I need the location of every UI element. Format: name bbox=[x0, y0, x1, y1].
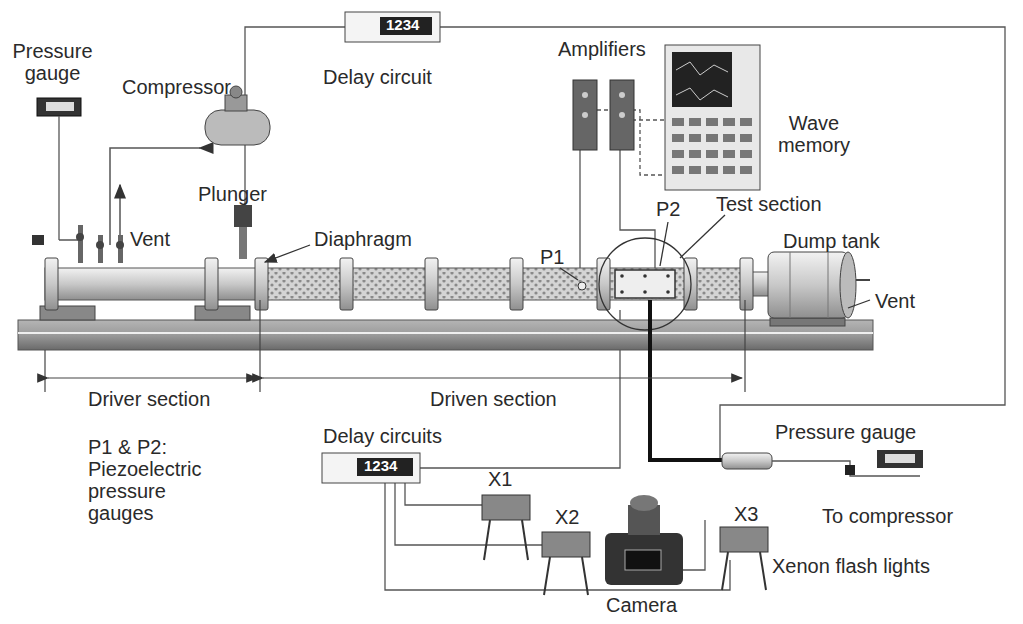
sensor-label: P2 bbox=[656, 198, 680, 220]
part-label: Dump tank bbox=[783, 230, 880, 252]
display-digits: 1234 bbox=[364, 458, 397, 475]
part-label: Diaphragm bbox=[314, 228, 412, 250]
part-label: Vent bbox=[875, 290, 915, 312]
note-text: P1 & P2: Piezoelectric pressure gauges bbox=[88, 436, 218, 524]
callout-number: X2 bbox=[555, 506, 579, 528]
sensor-label: P1 bbox=[540, 246, 564, 268]
callout-number: X1 bbox=[488, 468, 512, 490]
part-label: Delay circuits bbox=[323, 425, 442, 447]
section-label: Driven section bbox=[430, 388, 557, 410]
gauge-label: Pressure gauge bbox=[5, 40, 100, 84]
part-label: Plunger bbox=[198, 183, 267, 205]
callout-number: X3 bbox=[734, 503, 758, 525]
part-label: Test section bbox=[716, 193, 822, 215]
part-label: To compressor bbox=[822, 505, 953, 527]
part-label: Camera bbox=[606, 594, 677, 616]
part-label: Compressor bbox=[122, 76, 231, 98]
display-digits: 1234 bbox=[386, 17, 419, 34]
part-label: Xenon flash lights bbox=[772, 555, 930, 577]
part-label: Amplifiers bbox=[558, 38, 646, 60]
part-label: Wave memory bbox=[764, 112, 864, 156]
part-label: Vent bbox=[130, 228, 170, 250]
part-label: Pressure gauge bbox=[775, 421, 916, 443]
section-label: Driver section bbox=[88, 388, 210, 410]
part-label: Delay circuit bbox=[323, 66, 432, 88]
